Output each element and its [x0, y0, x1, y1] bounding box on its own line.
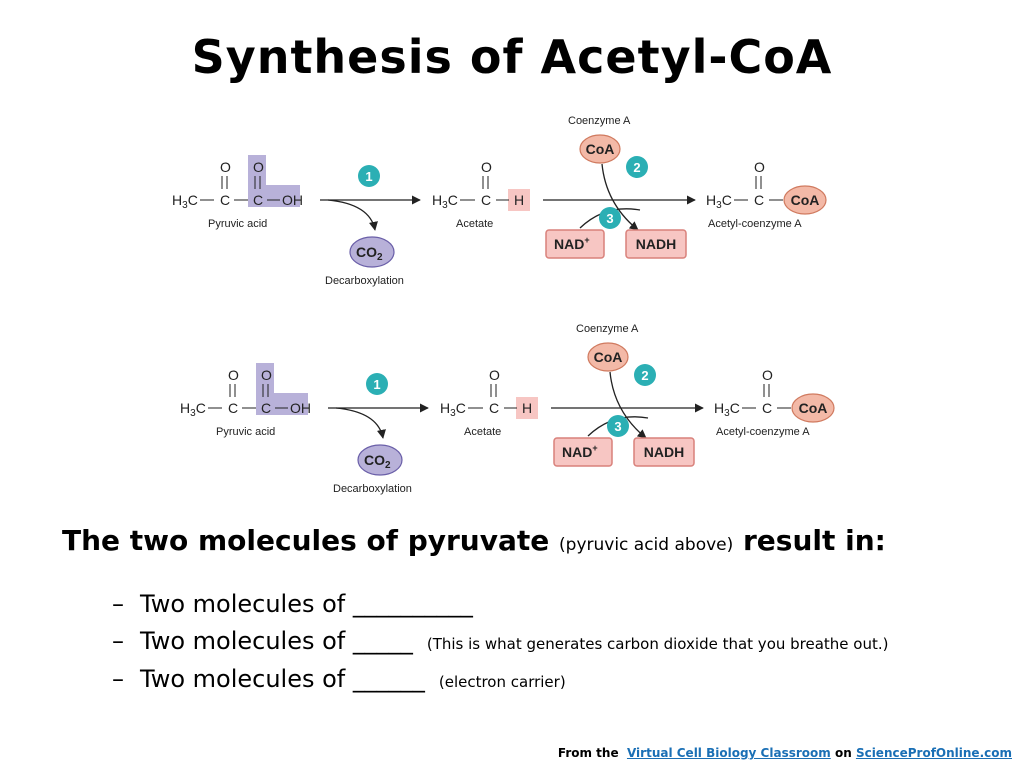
acetylcoa-methyl: H3C [714, 400, 740, 419]
bullet-dash: – [112, 665, 124, 693]
pyruvate-hydroxyl: OH [290, 400, 311, 416]
acetate-oxygen: O [489, 367, 500, 383]
acetylcoa-oxygen: O [762, 367, 773, 383]
step-3-number: 3 [606, 211, 613, 226]
decarboxylation-label: Decarboxylation [325, 275, 404, 287]
nad-plus-label: NAD+ [554, 235, 590, 252]
acetylcoa-carbon: C [754, 192, 764, 208]
bullet-item: –Two molecules of _____ (This is what gen… [112, 627, 889, 655]
acetyl-coa-reaction-diagram: O O H3C C C OH Pyruvic acid 1 CO2 Decarb… [172, 115, 827, 287]
nad-plus-molecule [553, 437, 613, 467]
heading-tail: result in: [743, 524, 886, 557]
pyruvate-carbon-1: C [228, 400, 238, 416]
pyruvic-acid-label: Pyruvic acid [208, 218, 267, 230]
pyruvate-methyl: H3C [180, 400, 206, 419]
co2-molecule [349, 236, 395, 268]
bullet-text: Two molecules of ______ [140, 665, 425, 693]
virtual-cell-biology-link[interactable]: Virtual Cell Biology Classroom [626, 746, 831, 760]
acetylcoa-oxygen: O [754, 159, 765, 175]
nad-plus-molecule [545, 229, 605, 259]
bullet-note: (This is what generates carbon dioxide t… [426, 635, 889, 653]
step-1-number: 1 [373, 377, 380, 392]
heading-aside: (pyruvic acid above) [559, 535, 734, 555]
acetylcoa-coa [791, 393, 835, 423]
coenzyme-a-label: Coenzyme A [576, 323, 639, 335]
reaction-diagram-bottom: O O H3C C C OH Pyruvic acid 1 CO2 Decarb… [158, 320, 878, 510]
step-3-badge [599, 207, 621, 229]
pyruvate-carbon-2: C [253, 192, 263, 208]
acetylcoa-carbon: C [762, 400, 772, 416]
bullet-note: (electron carrier) [438, 673, 566, 691]
scienceprofonline-link[interactable]: ScienceProfOnline.com [855, 746, 1012, 760]
bullet-item: –Two molecules of __________ [112, 590, 473, 618]
pyruvate-carbon-2: C [261, 400, 271, 416]
reaction-diagram-top: O O H3C C C OH Pyruvic acid 1 CO2 Decarb… [150, 112, 870, 302]
acetylcoa-coa-label: CoA [791, 192, 820, 208]
acetylcoa-coa-label: CoA [799, 400, 828, 416]
acetyl-coa-reaction-diagram: O O H3C C C OH Pyruvic acid 1 CO2 Decarb… [180, 323, 835, 495]
pyruvate-oxygen-1: O [220, 159, 231, 175]
acetate-label: Acetate [456, 218, 493, 230]
acetate-carbon: C [489, 400, 499, 416]
acetate-methyl: H3C [432, 192, 458, 211]
hydrogen-highlight [508, 189, 530, 211]
nadh-label: NADH [636, 236, 676, 252]
pyruvate-methyl: H3C [172, 192, 198, 211]
acetate-hydrogen: H [522, 400, 532, 416]
coenzyme-a-label: Coenzyme A [568, 115, 631, 127]
summary-heading: The two molecules of pyruvate (pyruvic a… [62, 524, 886, 557]
pyruvate-hydroxyl: OH [282, 192, 303, 208]
carboxyl-highlight-base [248, 185, 300, 207]
coa-molecule [579, 134, 621, 164]
co2-label: CO2 [364, 452, 391, 471]
hydrogen-highlight [516, 397, 538, 419]
step-3-badge [607, 415, 629, 437]
co2-label: CO2 [356, 244, 383, 263]
co2-molecule [357, 444, 403, 476]
heading-main: The two molecules of pyruvate [62, 524, 550, 557]
acetyl-coenzyme-a-label: Acetyl-coenzyme A [716, 426, 810, 438]
bullet-dash: – [112, 590, 124, 618]
step-1-number: 1 [365, 169, 372, 184]
acetylcoa-coa [783, 185, 827, 215]
coa-label: CoA [594, 349, 623, 365]
nadh-label: NADH [644, 444, 684, 460]
pyruvic-acid-label: Pyruvic acid [216, 426, 275, 438]
step-2-badge [634, 364, 656, 386]
step-2-number: 2 [633, 160, 640, 175]
acetylcoa-methyl: H3C [706, 192, 732, 211]
bullet-text: Two molecules of _____ [140, 627, 413, 655]
step-1-badge [366, 373, 388, 395]
footer-prefix: From the [557, 746, 619, 760]
acetate-hydrogen: H [514, 192, 524, 208]
acetyl-coenzyme-a-label: Acetyl-coenzyme A [708, 218, 802, 230]
bullet-dash: – [112, 627, 124, 655]
acetate-oxygen: O [481, 159, 492, 175]
pyruvate-oxygen-1: O [228, 367, 239, 383]
nadh-molecule [625, 229, 687, 259]
carboxyl-highlight-base [256, 393, 308, 415]
bullet-text: Two molecules of __________ [140, 590, 473, 618]
pyruvate-carbon-1: C [220, 192, 230, 208]
acetate-methyl: H3C [440, 400, 466, 419]
step-2-badge [626, 156, 648, 178]
acetate-label: Acetate [464, 426, 501, 438]
acetate-carbon: C [481, 192, 491, 208]
bullet-item: –Two molecules of ______ (electron carrie… [112, 665, 566, 693]
pyruvate-oxygen-2: O [253, 159, 264, 175]
step-3-number: 3 [614, 419, 621, 434]
step-2-number: 2 [641, 368, 648, 383]
nadh-molecule [633, 437, 695, 467]
decarboxylation-label: Decarboxylation [333, 483, 412, 495]
page-title: Synthesis of Acetyl-CoA [191, 30, 833, 84]
nad-plus-label: NAD+ [562, 443, 598, 460]
footer-mid: on [834, 746, 852, 760]
coa-molecule [587, 342, 629, 372]
coa-label: CoA [586, 141, 615, 157]
step-1-badge [358, 165, 380, 187]
footer-credit: From the Virtual Cell Biology Classroom … [558, 746, 1012, 760]
pyruvate-oxygen-2: O [261, 367, 272, 383]
